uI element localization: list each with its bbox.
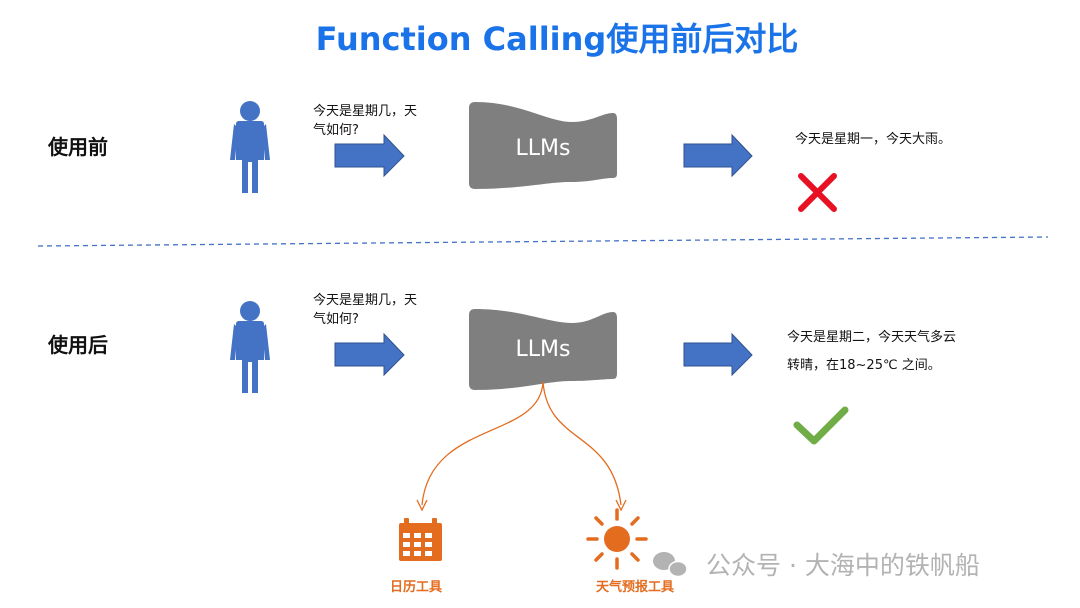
arrow-right-icon (683, 133, 753, 178)
llm-label: LLMs (516, 136, 571, 161)
person-icon (230, 301, 270, 393)
cross-icon (798, 173, 837, 212)
arrow-down-icon (416, 499, 428, 512)
after-answer: 今天是星期二，今天天气多云 转晴，在18~25℃ 之间。 (787, 329, 960, 373)
tool-connectors (421, 381, 622, 506)
arrow-down-icon (615, 499, 627, 512)
calendar-icon (399, 518, 442, 561)
tool-label-weather: 天气预报工具 (596, 579, 674, 595)
llm-shape: LLMs (469, 102, 617, 189)
watermark-text: 公众号 · 大海中的铁帆船 (706, 551, 980, 580)
sun-icon (586, 508, 648, 570)
llm-shape: LLMs (469, 309, 617, 390)
arrow-right-icon (334, 332, 405, 377)
tool-label-calendar: 日历工具 (390, 580, 442, 595)
arrow-right-icon (334, 133, 405, 178)
section-divider (37, 236, 1049, 247)
person-icon (230, 101, 270, 193)
after-question: 今天是星期几，天 气如何? (313, 292, 421, 327)
wechat-icon (653, 552, 688, 578)
before-question: 今天是星期几，天 气如何? (313, 103, 421, 138)
before-label: 使用前 (47, 135, 108, 159)
before-answer: 今天是星期一，今天大雨。 (795, 131, 951, 147)
after-label: 使用后 (47, 333, 108, 357)
arrow-right-icon (683, 332, 753, 377)
llm-label: LLMs (516, 337, 571, 362)
page-title: Function Calling使用前后对比 (316, 20, 799, 58)
check-icon (793, 406, 849, 445)
